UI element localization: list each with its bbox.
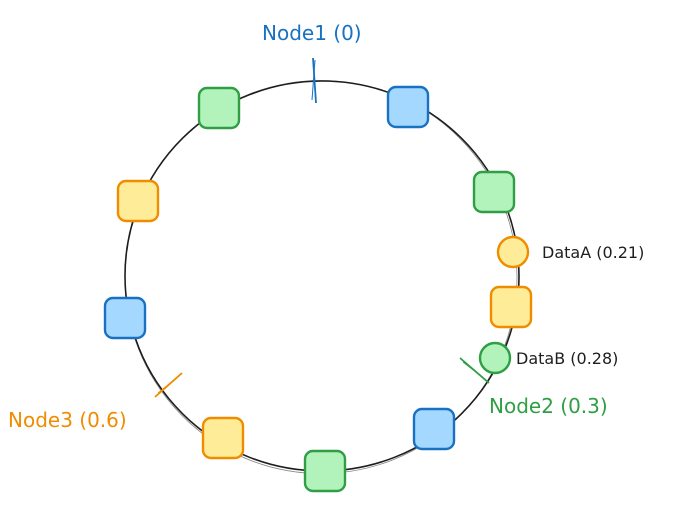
data-a-point (496, 235, 530, 269)
virtual-node-green (303, 449, 347, 493)
virtual-node-green (472, 170, 516, 214)
hash-ring (124, 80, 520, 472)
virtual-node-yellow (489, 285, 533, 329)
node2-label: Node2 (0.3) (489, 394, 608, 418)
virtual-node-blue (386, 85, 430, 129)
data-b-label: DataB (0.28) (516, 349, 619, 368)
virtual-node-yellow (201, 416, 245, 460)
node2-marker (459, 357, 490, 384)
node3-label: Node3 (0.6) (8, 408, 127, 432)
virtual-node-yellow (116, 179, 160, 223)
data-b-point (478, 341, 512, 375)
data-a-label: DataA (0.21) (542, 243, 645, 262)
node1-label: Node1 (0) (262, 21, 362, 45)
virtual-node-green (197, 86, 241, 130)
virtual-node-blue (103, 296, 147, 340)
virtual-node-blue (412, 407, 456, 451)
node3-marker (154, 372, 183, 398)
node1-marker (311, 57, 317, 104)
